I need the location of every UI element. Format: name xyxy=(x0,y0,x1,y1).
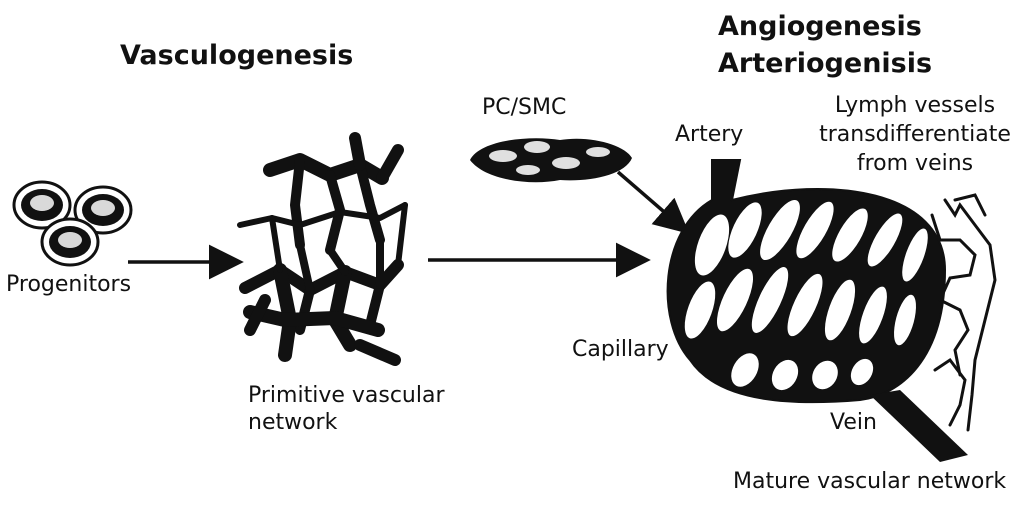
label-lymph-line1: Lymph vessels xyxy=(815,93,1015,118)
mature-vascular-network xyxy=(668,160,968,462)
primitive-vascular-network xyxy=(240,138,405,360)
arrow-pcsmc-to-mature xyxy=(618,172,685,230)
progenitor-cells xyxy=(14,182,131,265)
label-pc-smc: PC/SMC xyxy=(482,95,566,120)
pc-smc-cells xyxy=(470,138,632,182)
label-mature-network: Mature vascular network xyxy=(733,469,1006,494)
label-lymph-line3: from veins xyxy=(815,151,1015,176)
label-vein: Vein xyxy=(830,410,877,435)
label-primitive-network-line2: network xyxy=(248,410,337,435)
heading-vasculogenesis: Vasculogenesis xyxy=(120,40,353,71)
heading-arteriogenesis: Arteriogenisis xyxy=(718,48,932,79)
label-progenitors: Progenitors xyxy=(6,272,131,297)
progenitor-cell xyxy=(42,219,98,265)
label-primitive-network-line1: Primitive vascular xyxy=(248,383,445,408)
label-capillary: Capillary xyxy=(572,337,669,362)
heading-angiogenesis: Angiogenesis xyxy=(718,11,922,42)
label-artery: Artery xyxy=(675,122,743,147)
label-lymph-line2: transdifferentiate xyxy=(815,122,1015,147)
